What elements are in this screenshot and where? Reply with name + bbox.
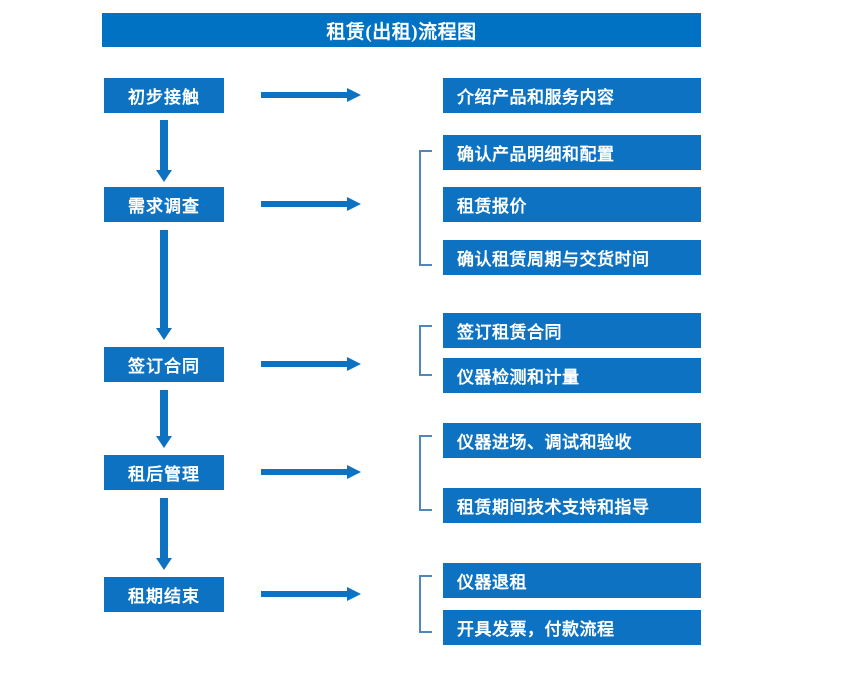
detail-box-6[interactable]: 仪器检测和计量	[443, 358, 701, 393]
group-bracket-1	[419, 150, 432, 266]
horizontal-arrow-3	[261, 355, 361, 373]
horizontal-arrow-4	[261, 463, 361, 481]
vertical-arrow-2	[155, 230, 173, 340]
stage-box-1[interactable]: 初步接触	[104, 78, 224, 113]
detail-box-5[interactable]: 签订租赁合同	[443, 313, 701, 348]
stage-box-3[interactable]: 签订合同	[104, 347, 224, 382]
horizontal-arrow-1	[261, 86, 361, 104]
detail-box-7[interactable]: 仪器进场、调试和验收	[443, 423, 701, 458]
stage-box-2[interactable]: 需求调查	[104, 187, 224, 222]
horizontal-arrow-2	[261, 195, 361, 213]
vertical-arrow-4	[155, 498, 173, 570]
stage-box-5[interactable]: 租期结束	[104, 577, 224, 612]
detail-box-8[interactable]: 租赁期间技术支持和指导	[443, 488, 701, 523]
detail-box-4[interactable]: 确认租赁周期与交货时间	[443, 240, 701, 275]
group-bracket-2	[419, 325, 432, 376]
detail-box-1[interactable]: 介绍产品和服务内容	[443, 78, 701, 113]
group-bracket-3	[419, 435, 432, 511]
detail-box-9[interactable]: 仪器退租	[443, 563, 701, 598]
stage-box-4[interactable]: 租后管理	[104, 455, 224, 490]
vertical-arrow-1	[155, 120, 173, 182]
vertical-arrow-3	[155, 390, 173, 448]
detail-box-3[interactable]: 租赁报价	[443, 187, 701, 222]
detail-box-2[interactable]: 确认产品明细和配置	[443, 135, 701, 170]
horizontal-arrow-5	[261, 585, 361, 603]
group-bracket-4	[419, 575, 432, 633]
page-title: 租赁(出租)流程图	[102, 13, 701, 47]
detail-box-10[interactable]: 开具发票，付款流程	[443, 610, 701, 645]
